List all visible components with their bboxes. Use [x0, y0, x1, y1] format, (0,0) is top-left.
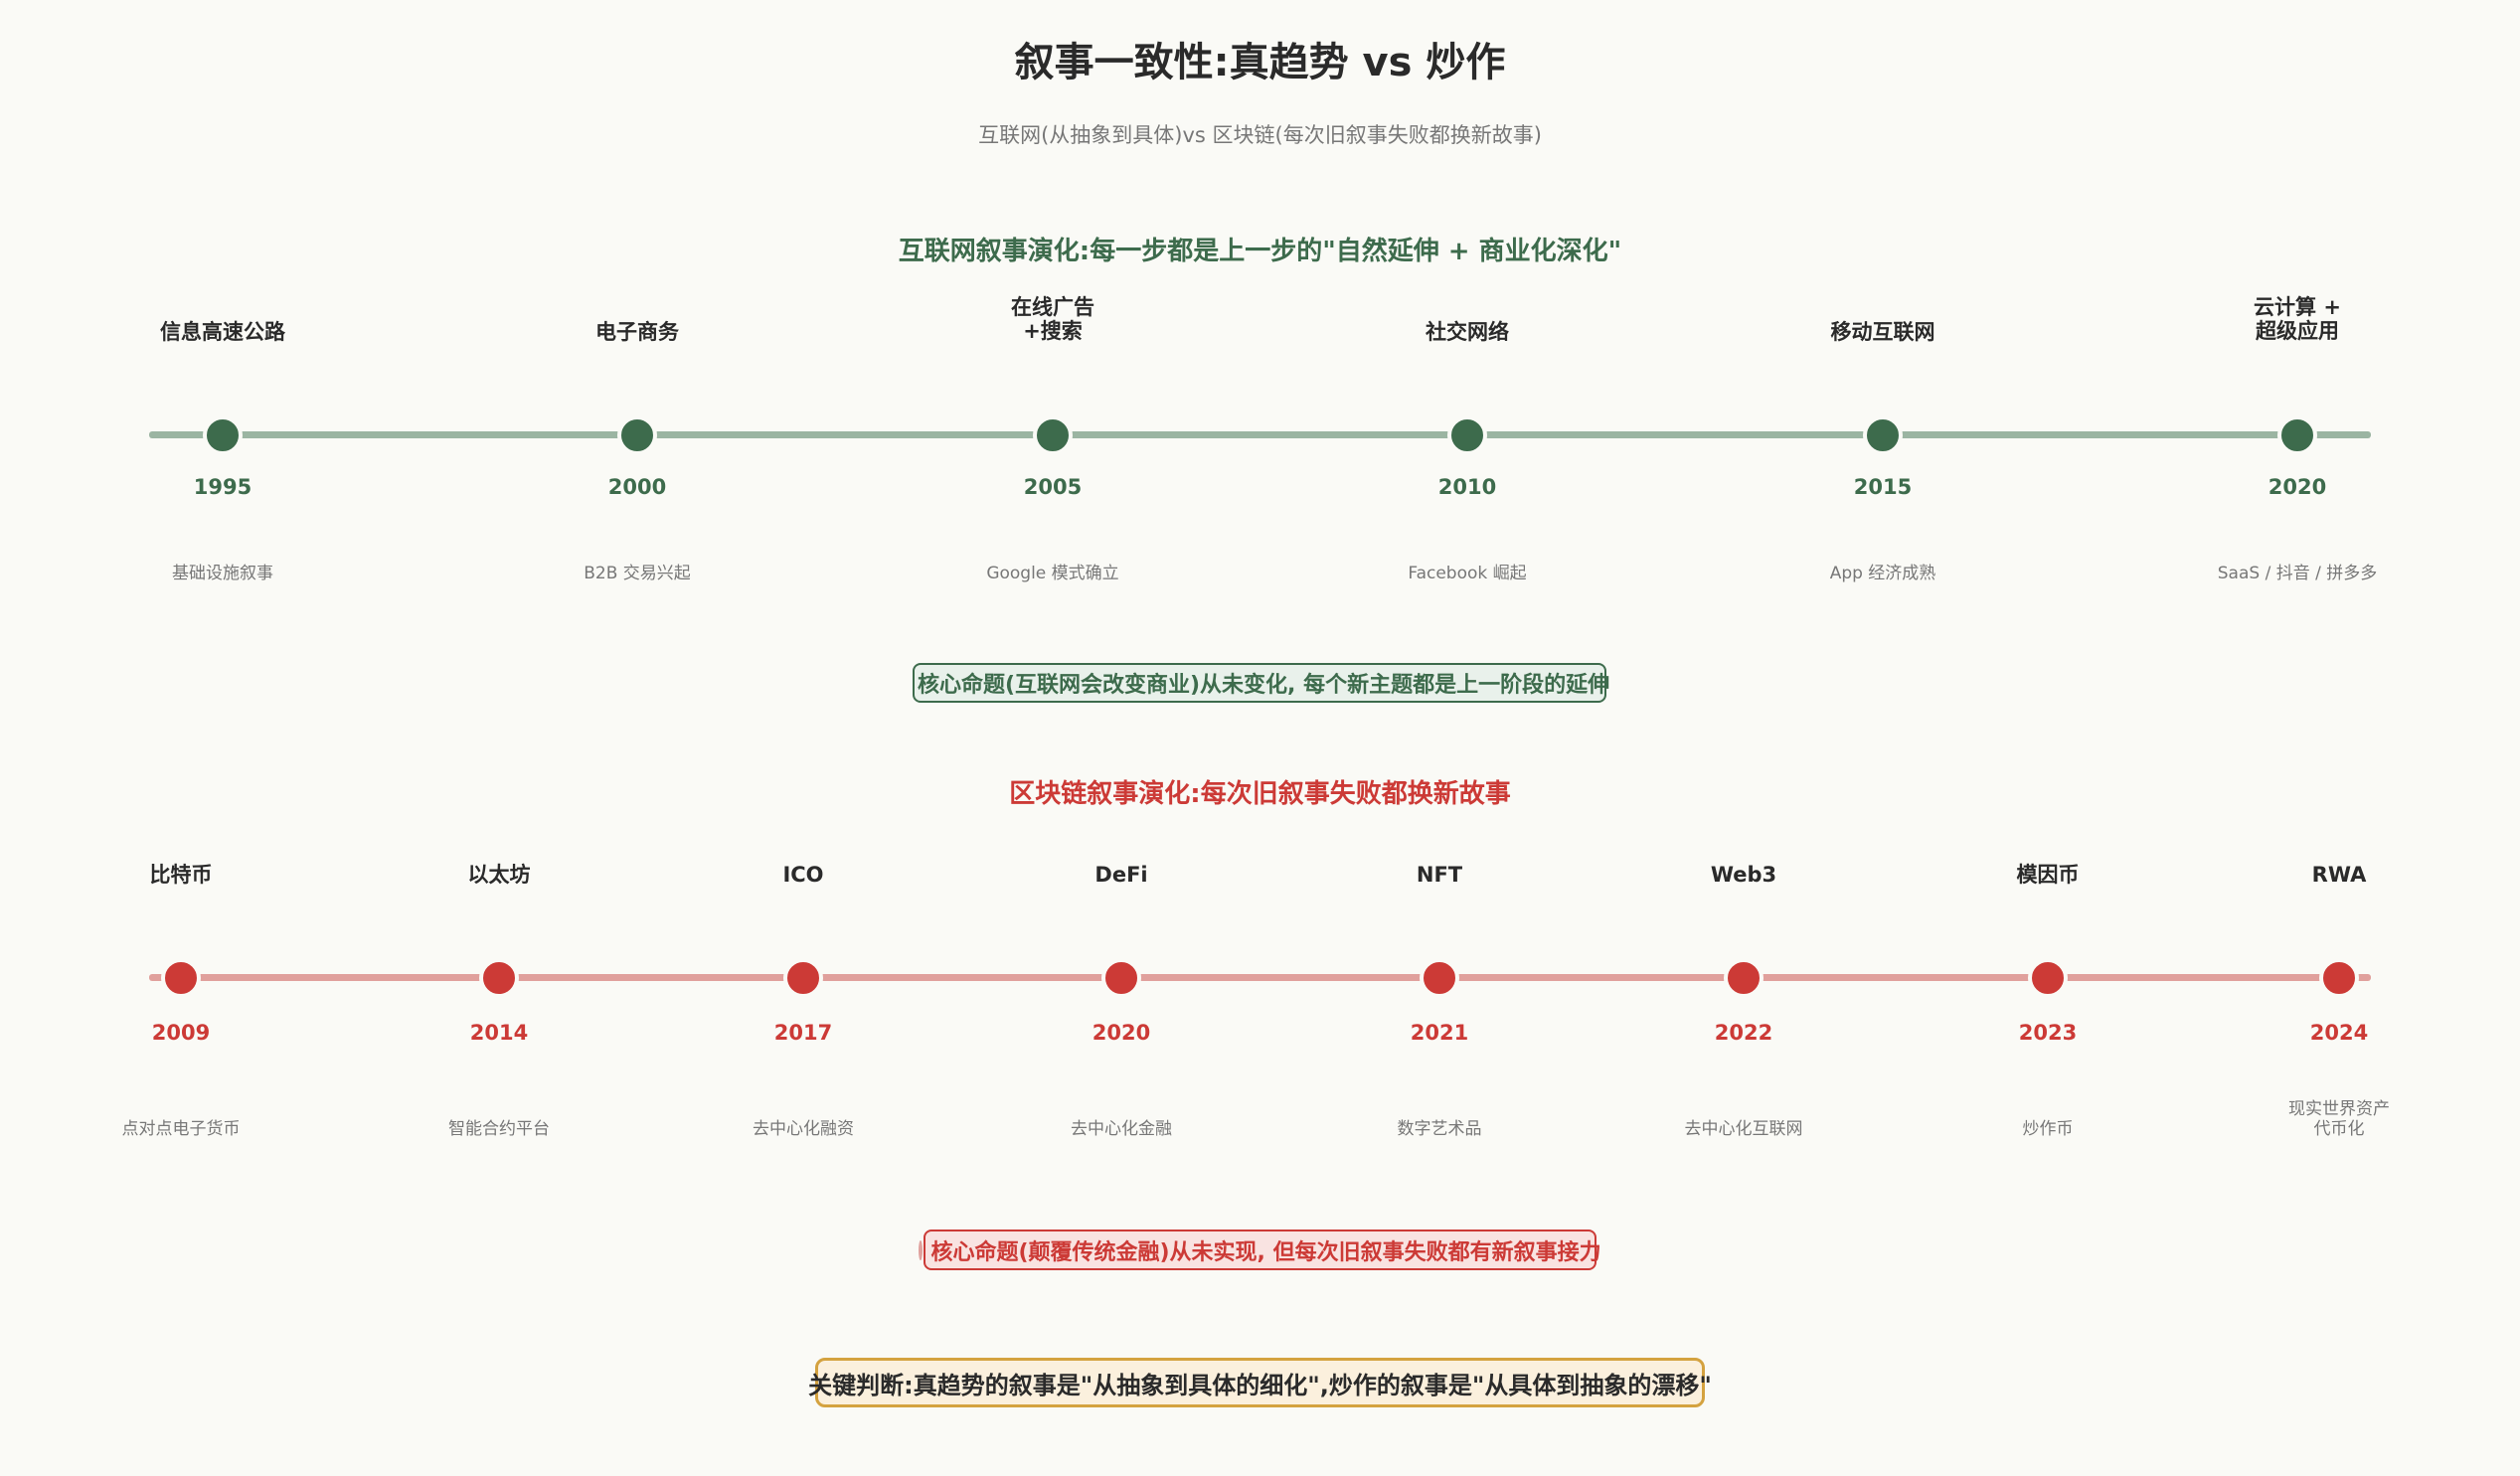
internet-year-label: 2015 — [1853, 475, 1913, 499]
internet-year-label: 2020 — [2268, 475, 2327, 499]
blockchain-desc-label: 炒作币 — [2022, 1119, 2074, 1139]
blockchain-stage-label: 以太坊 — [467, 863, 531, 887]
blockchain-stage-label: 比特币 — [149, 863, 213, 887]
internet-thesis-text: 核心命题(互联网会改变商业)从未变化, 每个新主题都是上一阶段的延伸 — [917, 673, 1610, 698]
internet-desc-label: SaaS / 抖音 / 拼多多 — [2217, 564, 2378, 583]
internet-timeline-line — [149, 431, 2371, 438]
blockchain-year-label: 2021 — [1410, 1021, 1469, 1045]
blockchain-milestone-dot — [783, 958, 823, 998]
page-subtitle: 互联网(从抽象到具体)vs 区块链(每次旧叙事失败都换新故事) — [978, 123, 1542, 147]
internet-year-label: 2000 — [607, 475, 667, 499]
blockchain-stage-label: DeFi — [1094, 863, 1148, 887]
internet-desc-label: Facebook 崛起 — [1408, 564, 1527, 583]
internet-desc-label: App 经济成熟 — [1829, 564, 1936, 583]
internet-stage-label: 电子商务 — [595, 320, 679, 344]
internet-milestone-dot — [1863, 415, 1903, 455]
internet-milestone-dot — [1033, 415, 1073, 455]
page-title: 叙事一致性:真趋势 vs 炒作 — [1014, 40, 1506, 85]
internet-desc-label: 基础设施叙事 — [172, 564, 273, 583]
blockchain-milestone-dot — [1420, 958, 1459, 998]
blockchain-milestone-dot — [2319, 958, 2359, 998]
blockchain-year-label: 2023 — [2018, 1021, 2078, 1045]
internet-desc-label: B2B 交易兴起 — [584, 564, 691, 583]
internet-year-label: 1995 — [193, 475, 252, 499]
blockchain-stage-label: 模因币 — [2016, 863, 2080, 887]
internet-year-label: 2005 — [1023, 475, 1083, 499]
internet-stage-label: 云计算 + 超级应用 — [2254, 295, 2341, 344]
blockchain-milestone-dot — [2028, 958, 2068, 998]
blockchain-year-label: 2014 — [469, 1021, 529, 1045]
blockchain-section-title: 区块链叙事演化:每次旧叙事失败都换新故事 — [1009, 779, 1511, 809]
internet-milestone-dot — [2277, 415, 2317, 455]
internet-stage-label: 移动互联网 — [1830, 320, 1935, 344]
internet-milestone-dot — [1447, 415, 1487, 455]
blockchain-year-label: 2017 — [773, 1021, 833, 1045]
internet-stage-label: 信息高速公路 — [160, 320, 285, 344]
blockchain-desc-label: 去中心化融资 — [753, 1119, 854, 1139]
blockchain-desc-label: 智能合约平台 — [448, 1119, 550, 1139]
blockchain-thesis-box: 核心命题(颠覆传统金融)从未实现, 但每次旧叙事失败都有新叙事接力 — [919, 1230, 1601, 1270]
blockchain-timeline-line — [149, 974, 2371, 981]
internet-section-title: 互联网叙事演化:每一步都是上一步的"自然延伸 + 商业化深化" — [898, 237, 1622, 266]
key-judgment-text: 关键判断:真趋势的叙事是"从抽象到具体的细化",炒作的叙事是"从具体到抽象的漂移… — [808, 1371, 1712, 1399]
internet-stage-label: 在线广告 +搜索 — [1011, 295, 1094, 344]
internet-desc-label: Google 模式确立 — [986, 564, 1119, 583]
blockchain-desc-label: 数字艺术品 — [1397, 1119, 1482, 1139]
key-judgment-box: 关键判断:真趋势的叙事是"从抽象到具体的细化",炒作的叙事是"从具体到抽象的漂移… — [808, 1358, 1712, 1407]
blockchain-stage-label: NFT — [1416, 863, 1463, 887]
blockchain-milestone-dot — [479, 958, 519, 998]
blockchain-milestone-dot — [161, 958, 201, 998]
internet-stage-label: 社交网络 — [1426, 320, 1509, 344]
blockchain-year-label: 2020 — [1092, 1021, 1151, 1045]
hollow-circle-icon — [919, 1239, 924, 1260]
blockchain-stage-label: Web3 — [1710, 863, 1777, 887]
blockchain-year-label: 2022 — [1714, 1021, 1773, 1045]
blockchain-desc-label: 去中心化互联网 — [1684, 1119, 1803, 1139]
blockchain-thesis-text: 核心命题(颠覆传统金融)从未实现, 但每次旧叙事失败都有新叙事接力 — [930, 1239, 1601, 1265]
internet-milestone-dot — [203, 415, 243, 455]
blockchain-year-label: 2024 — [2309, 1021, 2369, 1045]
internet-thesis-box: 核心命题(互联网会改变商业)从未变化, 每个新主题都是上一阶段的延伸 — [913, 663, 1610, 703]
blockchain-stage-label: ICO — [782, 863, 824, 887]
internet-year-label: 2010 — [1437, 475, 1497, 499]
blockchain-year-label: 2009 — [151, 1021, 211, 1045]
blockchain-milestone-dot — [1724, 958, 1764, 998]
blockchain-stage-label: RWA — [2311, 863, 2367, 887]
blockchain-desc-label: 现实世界资产 代币化 — [2288, 1099, 2390, 1139]
blockchain-desc-label: 去中心化金融 — [1071, 1119, 1172, 1139]
internet-milestone-dot — [617, 415, 657, 455]
blockchain-desc-label: 点对点电子货币 — [121, 1119, 241, 1139]
blockchain-milestone-dot — [1101, 958, 1141, 998]
